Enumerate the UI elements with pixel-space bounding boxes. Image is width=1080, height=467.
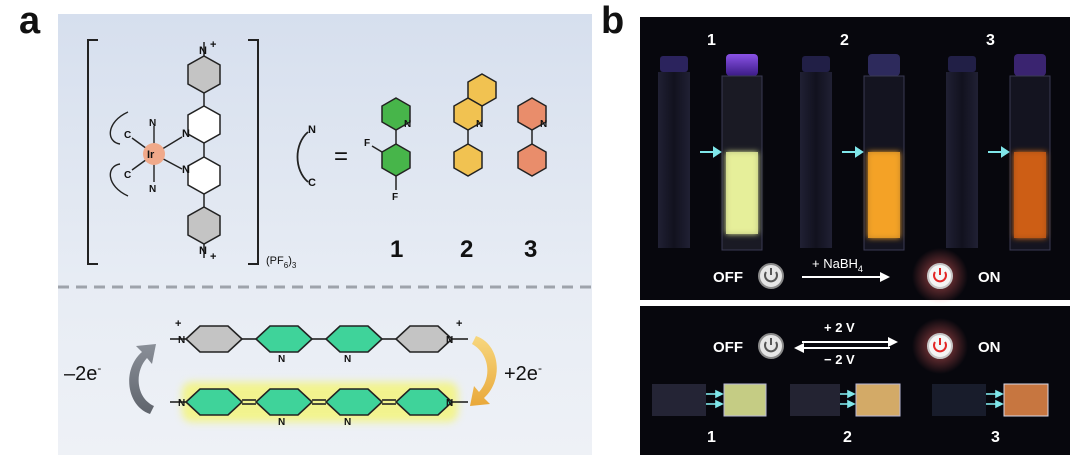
bottom-label-1: 1 [707, 429, 716, 446]
off-label-top: OFF [713, 269, 743, 286]
N-label: N [278, 354, 285, 365]
device-films [652, 383, 1049, 417]
bottom-photo [640, 306, 1070, 455]
on-label-top: ON [978, 269, 1001, 286]
panel-a-label: a [19, 0, 41, 42]
top-label-3: 3 [986, 32, 995, 49]
N-label: N [344, 417, 351, 428]
iridium-label: Ir [147, 149, 155, 161]
N-label: N [404, 119, 411, 130]
panel-b-label: b [601, 0, 625, 42]
equals-sign: = [334, 143, 348, 170]
power-on-icon [927, 333, 953, 359]
ligand-C: C [308, 177, 316, 189]
power-off-icon [758, 333, 784, 359]
charge-plus: + [456, 318, 462, 330]
N-label: N [149, 118, 156, 129]
power-on-icon [927, 263, 953, 289]
N-label: N [149, 184, 156, 195]
cuvette-pairs [658, 54, 1051, 251]
counterion-label: (PF6)3 [266, 255, 297, 270]
reduction-label: –2e- [64, 361, 101, 385]
N-label: N [540, 119, 547, 130]
power-off-icon [758, 263, 784, 289]
N-label: N [178, 398, 185, 409]
N-label: N [446, 335, 453, 346]
oxidation-label: +2e- [504, 361, 542, 385]
ligand-N: N [308, 124, 316, 136]
compound-label-2: 2 [460, 236, 473, 263]
iridium-center [143, 143, 165, 165]
N-label: N [199, 245, 207, 257]
N-label: N [199, 45, 207, 57]
N-label: N [344, 354, 351, 365]
on-label-bottom: ON [978, 339, 1001, 356]
N-label: N [446, 398, 453, 409]
oxidation-arrow [129, 344, 156, 414]
top-label-2: 2 [840, 32, 849, 49]
F-label: F [364, 138, 370, 149]
reduction-arrow [470, 336, 497, 406]
N-label: N [476, 119, 483, 130]
compound-label-3: 3 [524, 236, 537, 263]
charge-plus: + [210, 39, 216, 51]
reagent-label: + NaBH4 [812, 256, 863, 274]
F-label: F [392, 192, 398, 203]
N-label: N [178, 335, 185, 346]
top-photo [640, 17, 1070, 300]
N-label: N [278, 417, 285, 428]
C-label: C [124, 130, 131, 141]
top-label-1: 1 [707, 32, 716, 49]
C-label: C [124, 170, 131, 181]
off-label-bottom: OFF [713, 339, 743, 356]
minus-voltage: − 2 V [824, 352, 855, 367]
compound-label-1: 1 [390, 236, 403, 263]
panel-b-photos: 1 2 3 OFF + NaBH4 ON [640, 17, 1070, 455]
plus-voltage: + 2 V [824, 320, 855, 335]
N-label: N [182, 128, 190, 140]
bottom-label-2: 2 [843, 429, 852, 446]
charge-plus: + [175, 318, 181, 330]
charge-plus: + [210, 251, 216, 263]
bottom-label-3: 3 [991, 429, 1000, 446]
N-label: N [182, 164, 190, 176]
panel-a-diagram: N + N N N + Ir N N C C (PF6)3 N C = N F … [58, 14, 592, 455]
